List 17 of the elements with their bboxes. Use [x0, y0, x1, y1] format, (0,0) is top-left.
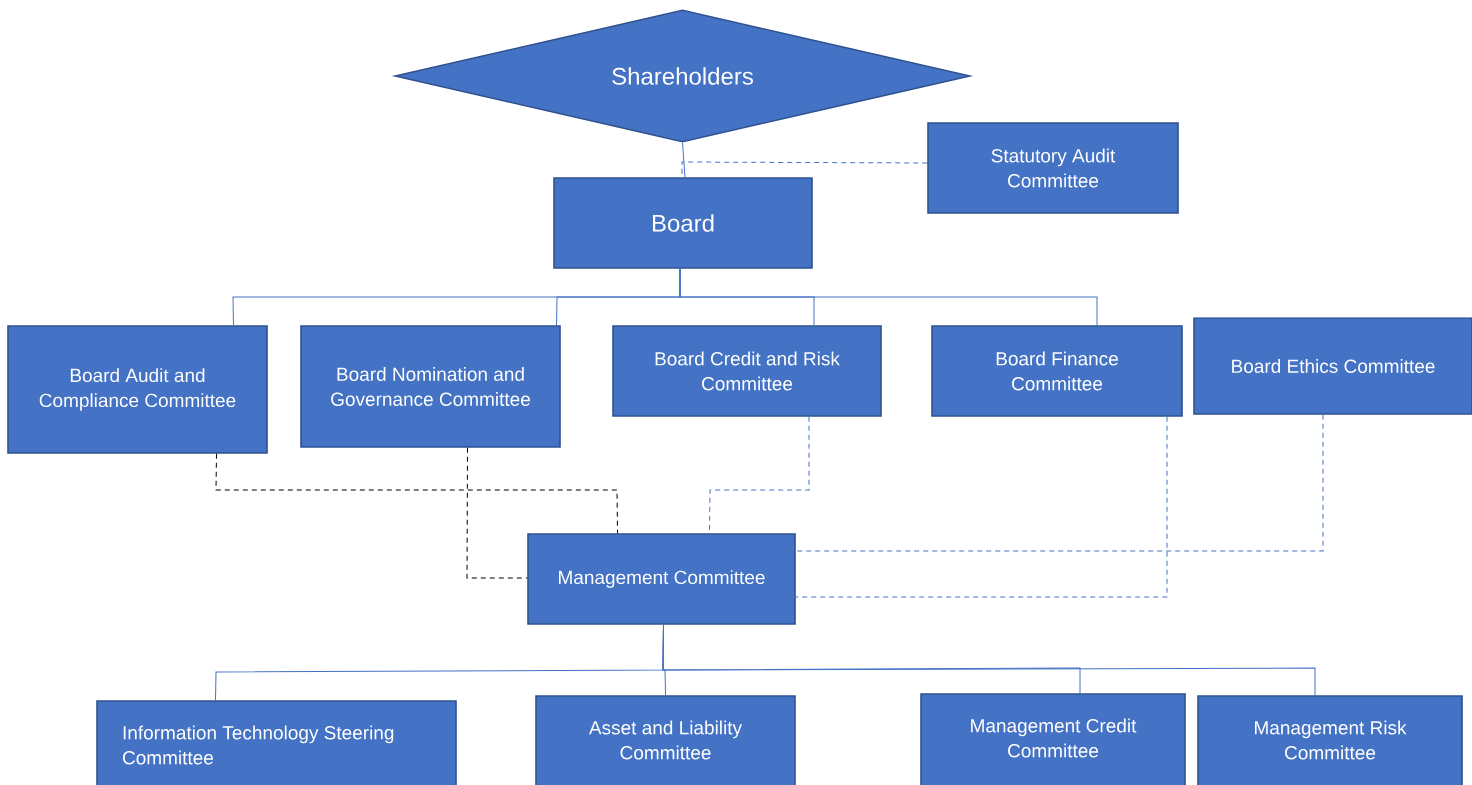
committee-box: Board Audit and Compliance Committee — [7, 325, 268, 454]
connector-line — [215, 453, 618, 534]
committee-box: Board Credit and Risk Committee — [612, 325, 882, 417]
committee-box: Management Risk Committee — [1197, 695, 1463, 785]
committee-box: Board Ethics Committee — [1193, 317, 1472, 415]
committee-box: Board — [553, 177, 813, 269]
committee-box: Information Technology Steering Committee — [96, 700, 457, 785]
committee-box: Management Credit Committee — [920, 693, 1186, 785]
committee-box: Asset and Liability Committee — [535, 695, 796, 785]
committee-box: Statutory Audit Committee — [927, 122, 1179, 214]
committee-box: Board Nomination and Governance Committee — [300, 325, 561, 448]
connector-line — [232, 268, 681, 326]
connector-line — [682, 142, 686, 178]
connector-line — [795, 416, 1168, 598]
committee-box: Management Committee — [527, 533, 796, 625]
committee-box: Board Finance Committee — [931, 325, 1183, 417]
connector-line — [466, 447, 528, 579]
